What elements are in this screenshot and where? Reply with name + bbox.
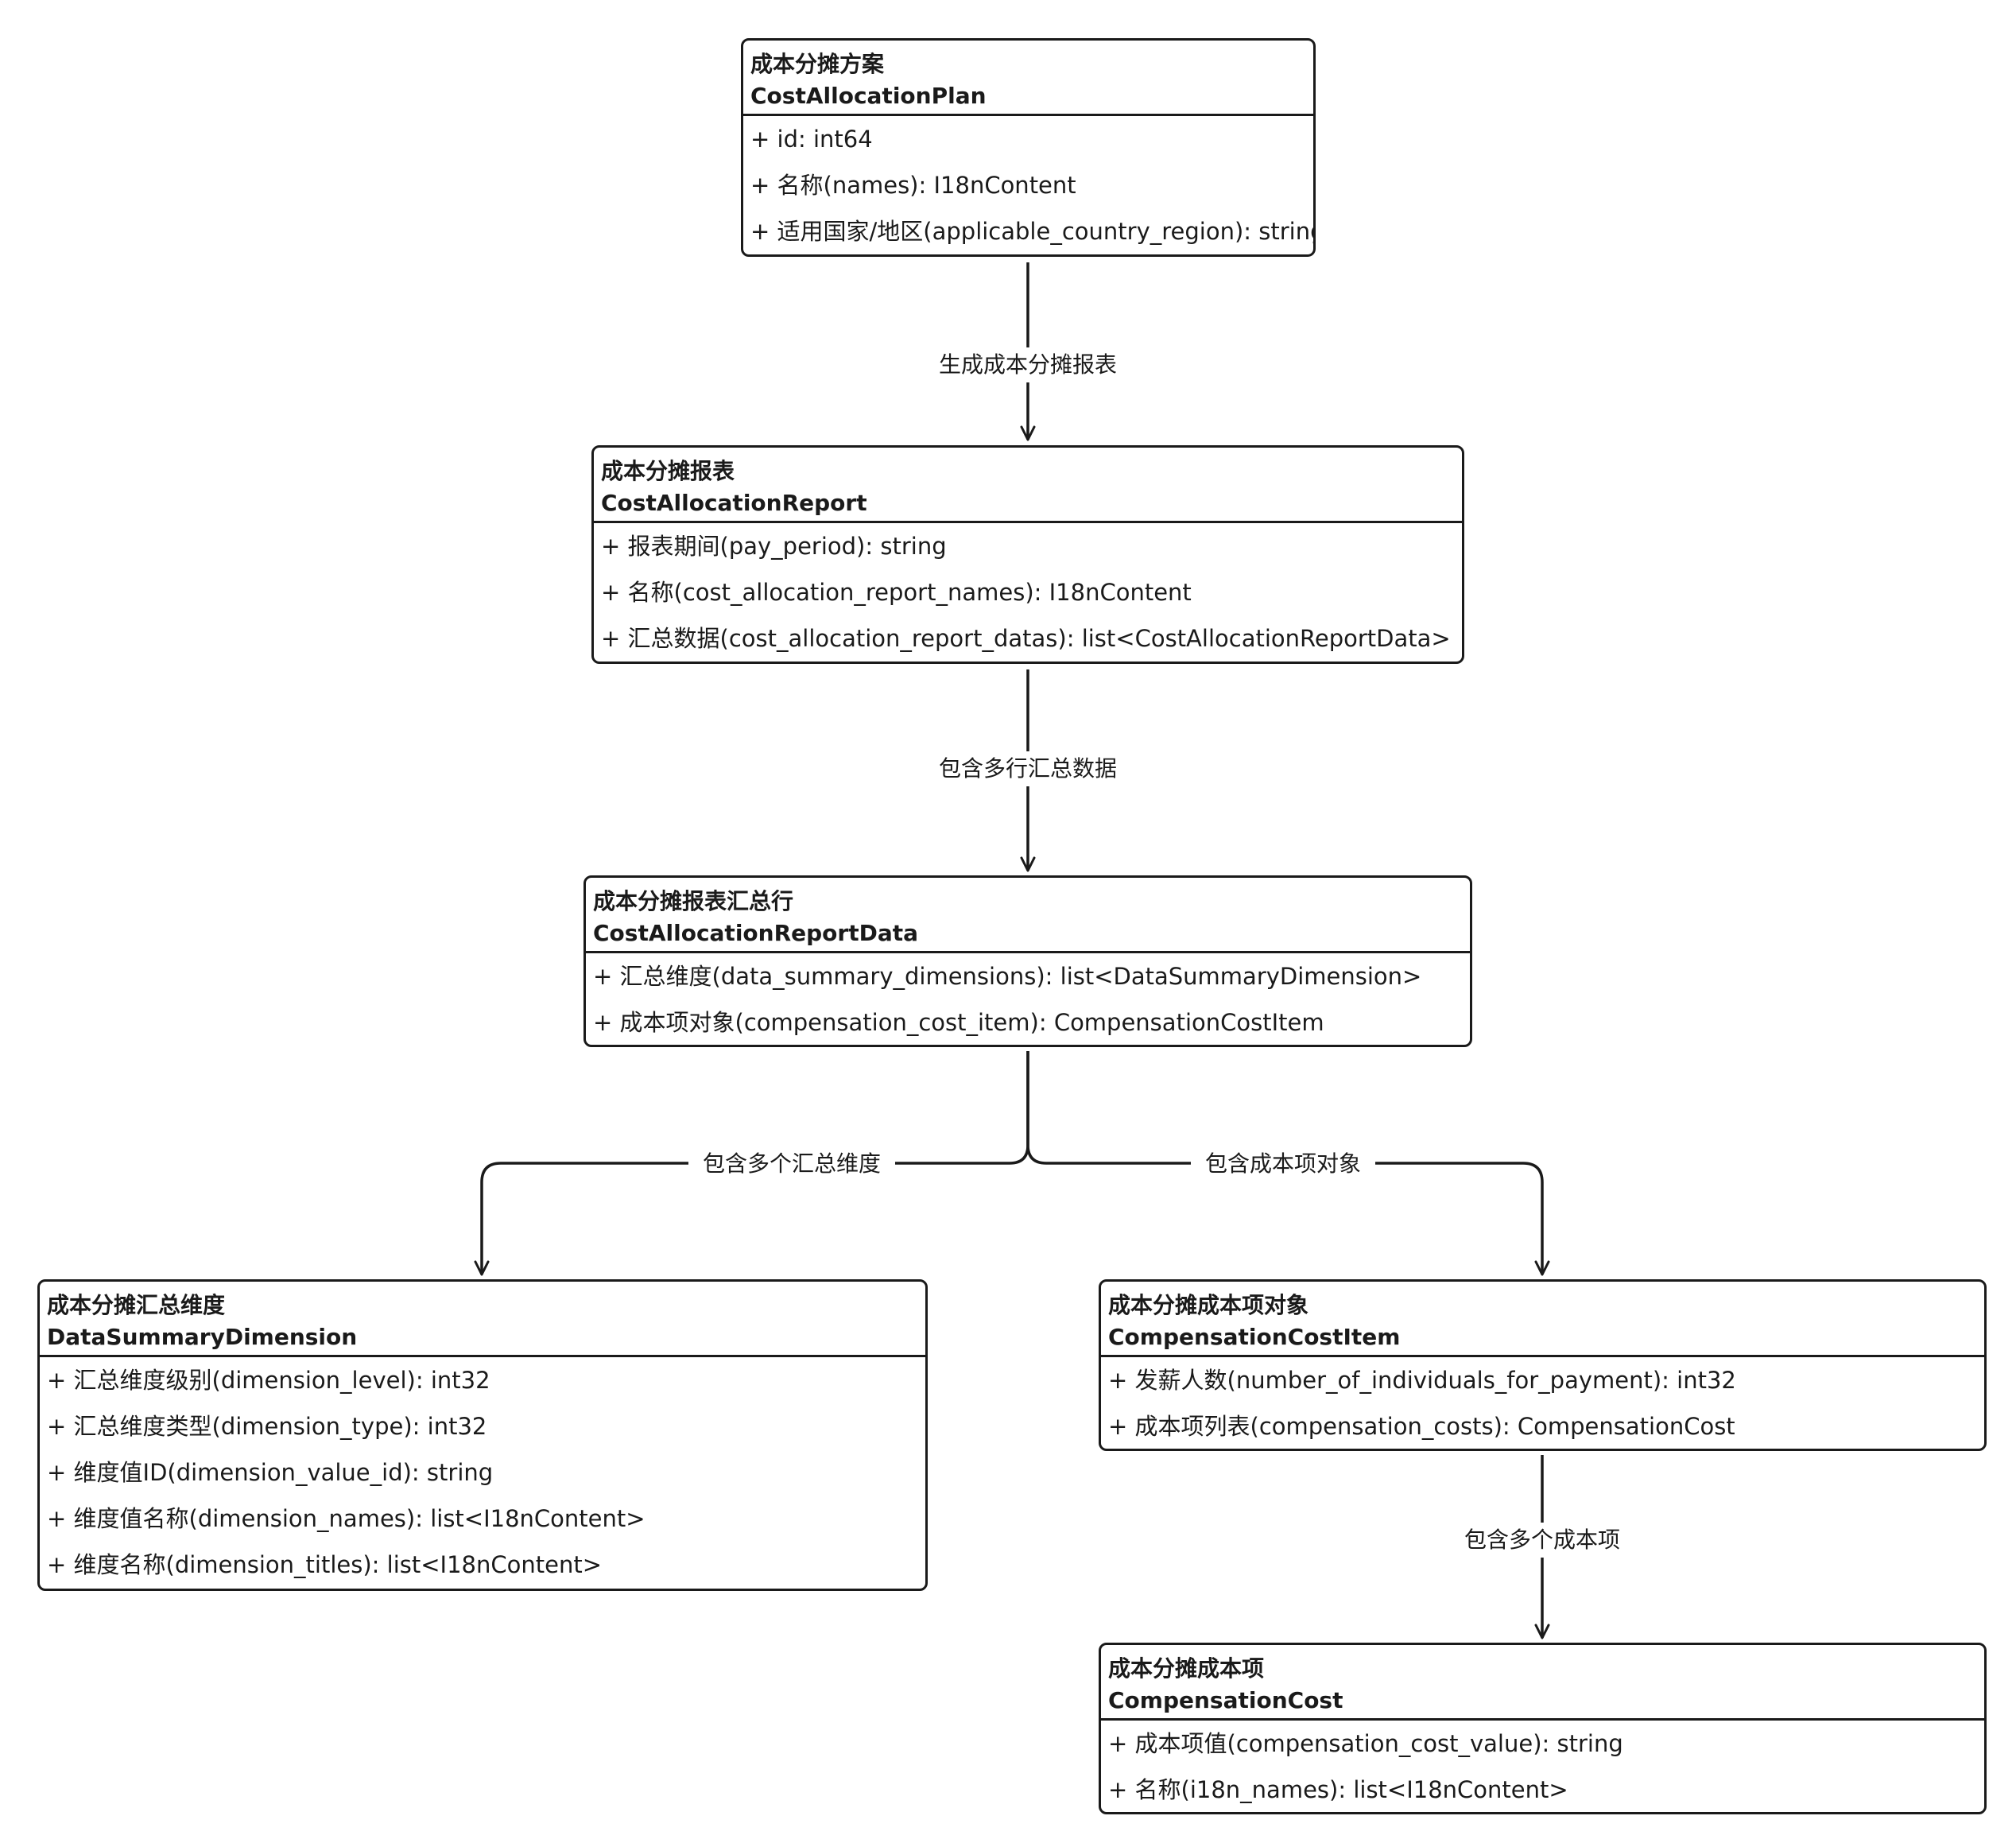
class-name-en: CostAllocationReport [601,490,867,516]
class-name-cn: 成本分摊汇总维度 [47,1292,226,1318]
class-attribute: + 适用国家/地区(applicable_country_region): st… [750,218,1316,245]
class-header: 成本分摊报表汇总行 CostAllocationReportData [586,878,1470,953]
class-attribute: + 成本项列表(compensation_costs): Compensatio… [1108,1413,1735,1440]
label-data-to-dimension: 包含多个汇总维度 [688,1147,896,1181]
class-attribute: + 名称(cost_allocation_report_names): I18n… [601,579,1192,606]
class-attribute: + 报表期间(pay_period): string [601,533,947,560]
class-name-en: DataSummaryDimension [47,1324,358,1350]
class-compensation-cost-item: 成本分摊成本项对象 CompensationCostItem + 发薪人数(nu… [1099,1279,1987,1451]
class-attribute: + 维度名称(dimension_titles): list<I18nConte… [47,1551,603,1578]
label-plan-to-report: 生成成本分摊报表 [924,347,1132,382]
label-report-to-data: 包含多行汇总数据 [924,751,1132,786]
class-attribute: + id: int64 [750,126,873,153]
class-attribute: + 维度值ID(dimension_value_id): string [47,1459,494,1486]
class-attribute: + 汇总维度类型(dimension_type): int32 [47,1413,487,1440]
class-data-summary-dimension: 成本分摊汇总维度 DataSummaryDimension + 汇总维度级别(d… [37,1279,928,1591]
class-name-en: CompensationCost [1108,1687,1343,1713]
class-attributes: + 成本项值(compensation_cost_value): string +… [1101,1721,1984,1812]
class-name-cn: 成本分摊报表 [601,458,735,484]
label-cost-item-to-cost: 包含多个成本项 [1449,1523,1635,1558]
class-attributes: + 发薪人数(number_of_individuals_for_payment… [1101,1357,1984,1449]
class-attributes: + id: int64 + 名称(names): I18nContent + 适用国… [743,116,1313,254]
class-name-cn: 成本分摊方案 [750,51,885,77]
class-name-cn: 成本分摊报表汇总行 [593,888,794,914]
class-attributes: + 报表期间(pay_period): string + 名称(cost_allo… [594,523,1462,662]
class-cost-allocation-report-data: 成本分摊报表汇总行 CostAllocationReportData + 汇总维… [583,875,1472,1047]
class-attributes: + 汇总维度(data_summary_dimensions): list<Da… [586,953,1470,1045]
class-cost-allocation-report: 成本分摊报表 CostAllocationReport + 报表期间(pay_p… [591,445,1464,664]
class-attribute: + 成本项对象(compensation_cost_item): Compens… [593,1009,1324,1036]
class-attribute: + 维度值名称(dimension_names): list<I18nConte… [47,1505,646,1532]
class-header: 成本分摊汇总维度 DataSummaryDimension [40,1282,925,1357]
class-name-cn: 成本分摊成本项对象 [1108,1292,1309,1318]
class-attributes: + 汇总维度级别(dimension_level): int32 + 汇总维度类型… [40,1357,925,1588]
class-attribute: + 发薪人数(number_of_individuals_for_payment… [1108,1367,1736,1394]
label-data-to-cost-item: 包含成本项对象 [1190,1147,1376,1181]
class-name-en: CostAllocationPlan [750,83,987,109]
class-compensation-cost: 成本分摊成本项 CompensationCost + 成本项值(compensa… [1099,1643,1987,1814]
class-name-en: CostAllocationReportData [593,920,919,946]
class-attribute: + 汇总数据(cost_allocation_report_datas): li… [601,625,1451,652]
class-attribute: + 汇总维度(data_summary_dimensions): list<Da… [593,963,1422,990]
class-header: 成本分摊方案 CostAllocationPlan [743,41,1313,116]
class-attribute: + 名称(names): I18nContent [750,172,1076,199]
class-header: 成本分摊报表 CostAllocationReport [594,448,1462,523]
class-header: 成本分摊成本项对象 CompensationCostItem [1101,1282,1984,1357]
class-cost-allocation-plan: 成本分摊方案 CostAllocationPlan + id: int64 + 名… [741,38,1316,257]
class-attribute: + 成本项值(compensation_cost_value): string [1108,1730,1623,1757]
class-attribute: + 汇总维度级别(dimension_level): int32 [47,1367,490,1394]
class-name-en: CompensationCostItem [1108,1324,1401,1350]
class-header: 成本分摊成本项 CompensationCost [1101,1645,1984,1721]
class-name-cn: 成本分摊成本项 [1108,1655,1265,1682]
class-attribute: + 名称(i18n_names): list<I18nContent> [1108,1776,1568,1803]
